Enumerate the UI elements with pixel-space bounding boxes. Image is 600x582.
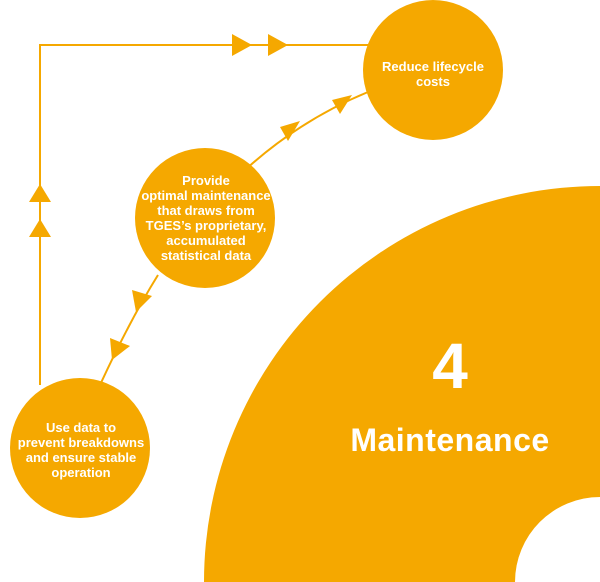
node-optimal-maintenance-label: Provide optimal maintenance that draws f… [126, 173, 286, 263]
arc-connector-bottom [99, 274, 159, 386]
arrow-down-left-icon [280, 121, 300, 141]
node-text-line: optimal maintenance [141, 188, 271, 203]
node-text-line: Reduce lifecycle [382, 59, 484, 74]
node-text-line: Use data to [45, 420, 117, 435]
arrow-up-icon [29, 184, 51, 202]
node-optimal-maintenance [135, 148, 275, 288]
stage-title: Maintenance [350, 422, 550, 458]
arrow-up-icon [29, 219, 51, 237]
node-text-line: prevent breakdowns [17, 435, 145, 450]
node-text-line: that draws from [157, 203, 255, 218]
node-reduce-costs [363, 0, 503, 140]
maintenance-stage-ring [204, 186, 600, 582]
node-text-line: Provide [182, 173, 230, 188]
node-reduce-costs-label: Reduce lifecycle costs [358, 59, 508, 89]
node-text-line: statistical data [160, 248, 252, 263]
node-text-line: costs [416, 74, 450, 89]
arc-connector-top [244, 91, 369, 171]
stage-number: 4 [432, 330, 468, 402]
arrow-right-icon [268, 34, 288, 56]
arrow-right-icon [232, 34, 252, 56]
node-prevent-breakdowns-label: Use data to prevent breakdowns and ensur… [6, 420, 156, 480]
node-prevent-breakdowns [10, 378, 150, 518]
arrow-down-left-icon [132, 290, 152, 312]
node-text-line: TGES’s proprietary, [145, 218, 267, 233]
node-text-line: accumulated [166, 233, 246, 248]
node-text-line: operation [51, 465, 111, 480]
arrow-down-left-icon [332, 95, 352, 114]
loop-connector-line [39, 44, 370, 385]
node-text-line: and ensure stable [25, 450, 137, 465]
arrow-down-left-icon [110, 338, 130, 360]
